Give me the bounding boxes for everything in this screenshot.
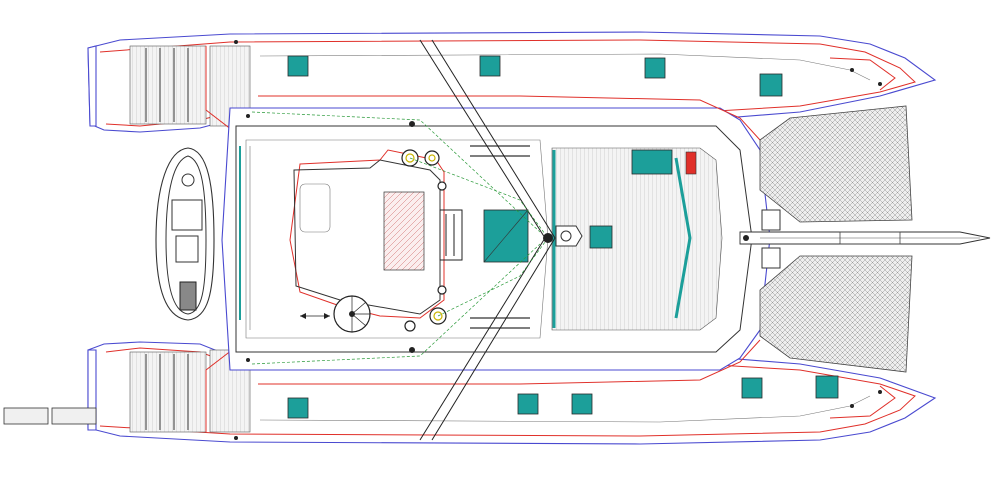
helm-console [299, 183, 331, 233]
trampoline-net [759, 105, 913, 373]
boarding-ladder [3, 407, 49, 425]
tender [155, 147, 215, 321]
port-transom-deck [129, 45, 207, 125]
fore-deck-hatch [589, 225, 613, 249]
bowsprit [739, 231, 991, 245]
running-rigging [251, 111, 549, 365]
deck-hatches [287, 55, 839, 419]
starboard-transom-deck [129, 351, 207, 433]
mast-step [543, 233, 553, 243]
rigging [419, 39, 556, 441]
fore-deck [551, 147, 723, 331]
cleats [234, 40, 882, 440]
flybridge [289, 149, 463, 333]
flybridge-seating [383, 191, 425, 271]
